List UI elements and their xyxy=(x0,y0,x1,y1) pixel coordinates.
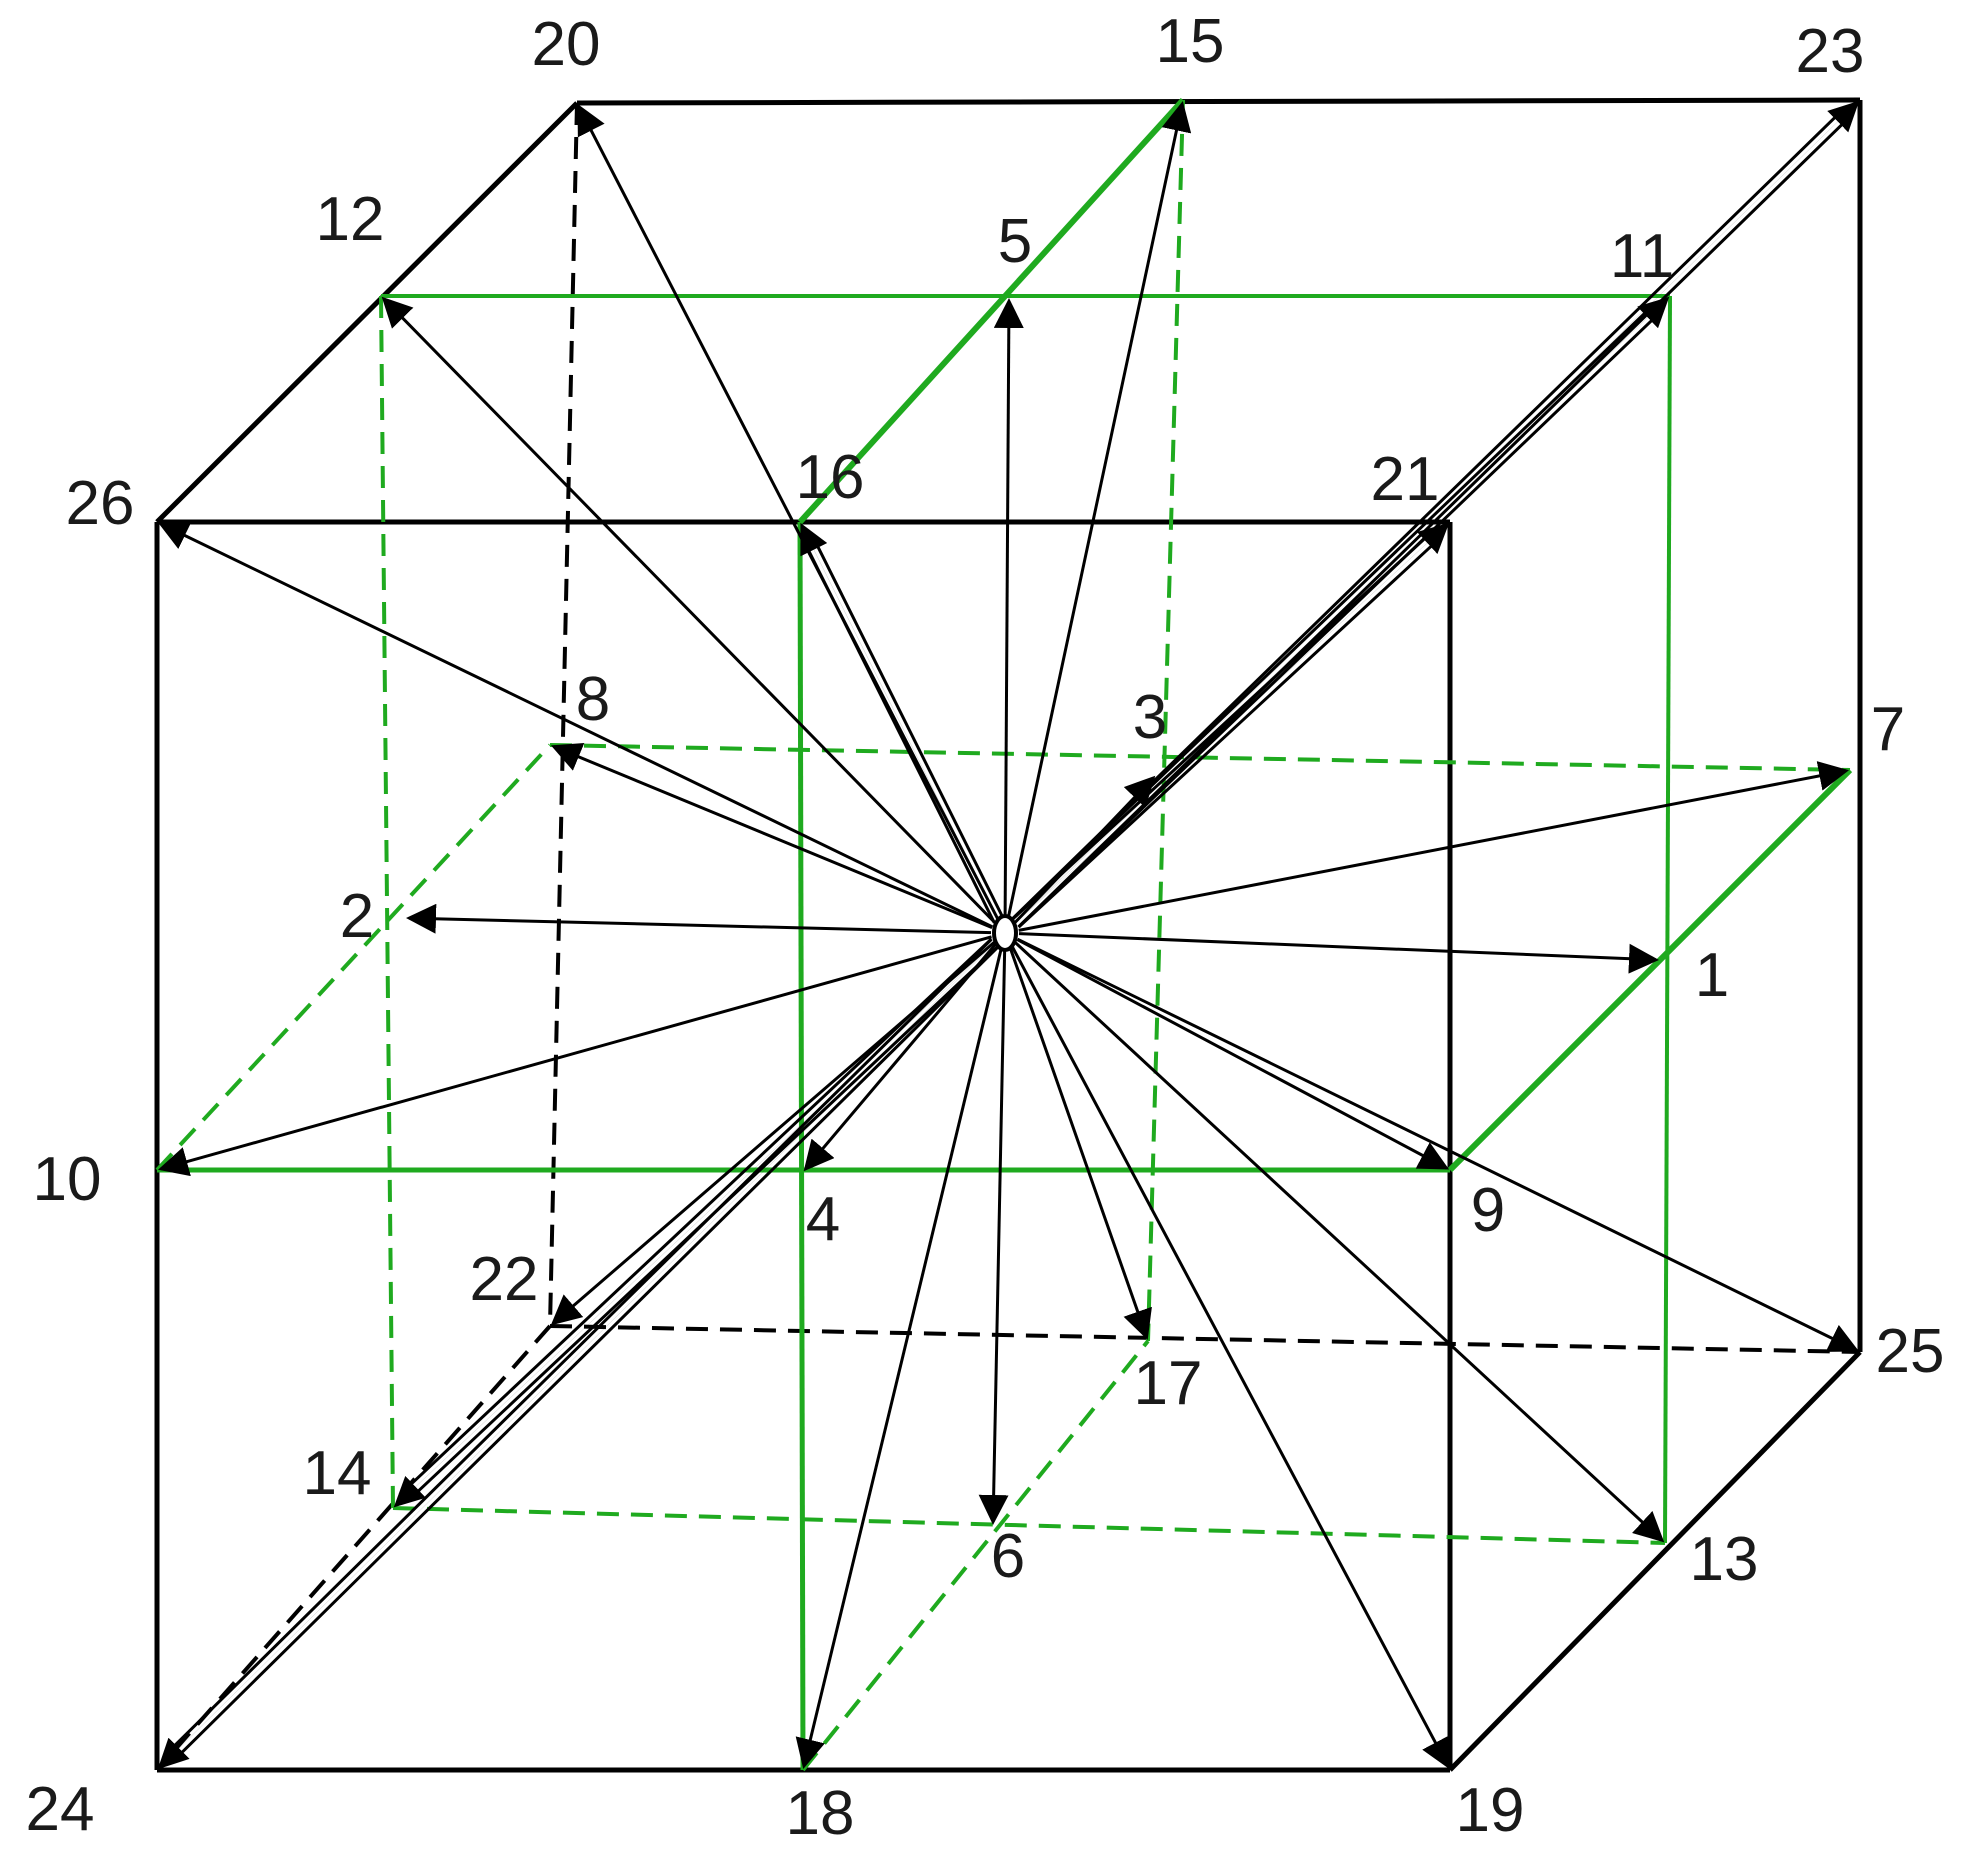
arrow-shaft-16 xyxy=(814,542,1005,919)
arrow-to-node-15 xyxy=(1006,100,1192,920)
arrow-to-node-24 xyxy=(157,942,996,1770)
arrow-to-node-6 xyxy=(978,946,1009,1526)
arrow-to-node-2 xyxy=(405,903,992,935)
center-point xyxy=(992,914,1018,952)
node-label-25: 25 xyxy=(1876,1317,1945,1386)
edge-26-20 xyxy=(155,101,579,524)
node-label-9: 9 xyxy=(1471,1176,1505,1245)
node-label-22: 22 xyxy=(470,1245,539,1314)
node-label-17: 17 xyxy=(1134,1349,1203,1418)
node-label-15: 15 xyxy=(1156,7,1225,76)
node-label-26: 26 xyxy=(66,469,135,538)
edge-16-18 xyxy=(797,521,806,1771)
velocity-arrows xyxy=(157,100,1860,1770)
edge-9-7 xyxy=(1447,767,1853,1173)
edge-22-25 xyxy=(549,1324,1861,1354)
node-label-3: 3 xyxy=(1133,683,1167,752)
edge-14-13 xyxy=(392,1506,1666,1545)
node-label-5: 5 xyxy=(998,207,1032,276)
arrow-shaft-21 xyxy=(1017,542,1436,929)
arrow-to-node-17 xyxy=(1008,945,1152,1341)
cube-edges xyxy=(154,97,1863,1773)
edge-19-25 xyxy=(1448,1350,1862,1772)
arrow-to-node-7 xyxy=(1018,761,1850,932)
arrow-to-node-26 xyxy=(157,522,994,929)
node-label-14: 14 xyxy=(303,1439,372,1508)
arrow-to-node-23 xyxy=(1014,100,1860,924)
node-label-11: 11 xyxy=(1610,222,1674,291)
arrow-to-node-8 xyxy=(550,742,993,930)
arrow-to-node-22 xyxy=(550,941,996,1326)
node-label-10: 10 xyxy=(33,1145,102,1214)
edge-20-23 xyxy=(576,97,1861,106)
arrow-to-node-13 xyxy=(1014,941,1665,1543)
arrow-to-node-18 xyxy=(795,946,1004,1770)
node-label-2: 2 xyxy=(340,882,374,951)
arrow-to-node-14 xyxy=(393,942,995,1508)
edge-16-15 xyxy=(797,97,1186,525)
arrow-to-node-10 xyxy=(157,935,992,1177)
arrow-shaft-21 xyxy=(1010,534,1429,921)
arrow-to-node-19 xyxy=(1010,944,1450,1770)
node-label-16: 16 xyxy=(796,443,865,512)
arrow-shaft-24 xyxy=(177,945,1000,1757)
arrow-to-node-12 xyxy=(381,296,997,925)
arrow-to-node-21 xyxy=(1015,522,1450,924)
node-label-8: 8 xyxy=(576,665,610,734)
arrow-to-node-9 xyxy=(1016,938,1450,1170)
edge-22-24 xyxy=(155,1324,552,1772)
edge-15-17 xyxy=(1146,99,1185,1342)
arrow-to-node-1 xyxy=(1018,932,1660,974)
node-label-24: 24 xyxy=(26,1775,95,1844)
arrow-to-node-5 xyxy=(993,297,1024,920)
node-label-1: 1 xyxy=(1695,941,1729,1010)
edge-10-8 xyxy=(155,743,552,1172)
node-label-18: 18 xyxy=(786,1779,855,1848)
arrow-to-node-20 xyxy=(577,103,1000,922)
arrow-shaft-23 xyxy=(1010,113,1839,921)
node-label-6: 6 xyxy=(991,1522,1025,1591)
edge-11-13 xyxy=(1663,295,1672,1544)
node-label-23: 23 xyxy=(1796,17,1865,86)
node-label-20: 20 xyxy=(532,10,601,79)
node-label-7: 7 xyxy=(1871,695,1905,764)
node-label-13: 13 xyxy=(1690,1525,1759,1594)
arrow-to-node-25 xyxy=(1016,937,1860,1352)
center-node xyxy=(992,914,1018,952)
node-label-21: 21 xyxy=(1371,445,1440,514)
edge-8-7 xyxy=(549,743,1851,772)
edge-18-17 xyxy=(801,1339,1150,1772)
edge-12-14 xyxy=(379,295,395,1509)
node-label-12: 12 xyxy=(316,185,385,254)
arrow-shaft-23 xyxy=(1017,120,1846,928)
node-label-19: 19 xyxy=(1456,1776,1525,1845)
arrow-shaft-24 xyxy=(170,938,993,1750)
node-label-4: 4 xyxy=(806,1185,840,1254)
